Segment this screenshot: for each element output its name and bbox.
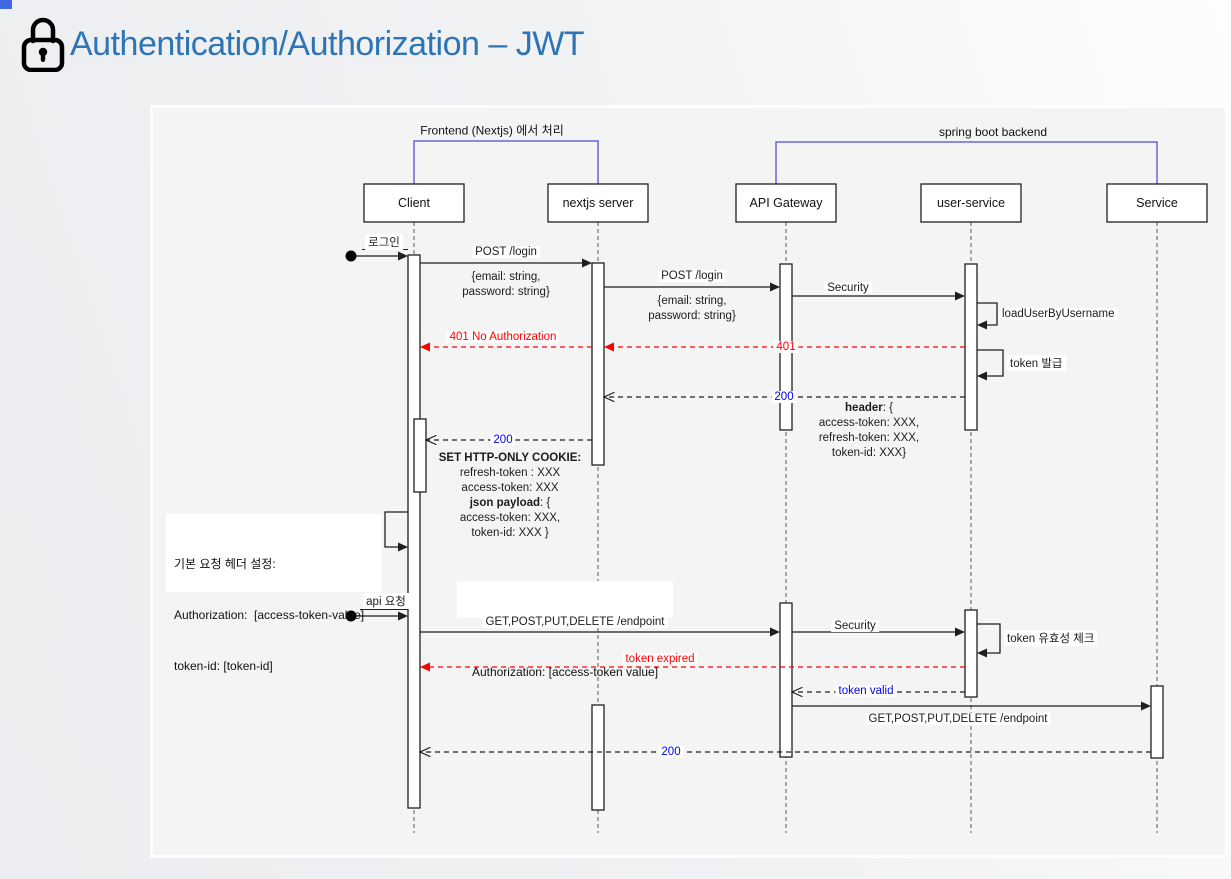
title-bar (18, 14, 68, 72)
200-a-label: 200 (771, 391, 797, 403)
token-valid-label: token valid (835, 685, 897, 697)
activation-service (1150, 685, 1164, 759)
token-issue-label: token 발급 (1007, 355, 1066, 371)
default-header-note: 기본 요청 헤더 설정: Authorization: [access-toke… (166, 514, 382, 673)
cookie-block: SET HTTP-ONLY COOKIE: refresh-token : XX… (438, 452, 582, 539)
login-trigger-label: 로그인 (365, 234, 403, 250)
200-b-label: 200 (490, 434, 516, 446)
activation-client (407, 254, 421, 809)
participant-client-label: Client (398, 196, 430, 210)
activation-user-service-1 (964, 263, 978, 431)
participant-nextjs-server-label: nextjs server (562, 196, 634, 210)
api-trigger-label: api 요청 (363, 593, 409, 609)
participant-user-service-box (920, 183, 1022, 223)
401-code-label: 401 (773, 341, 799, 353)
page-title: Authentication/Authorization – JWT (70, 25, 585, 63)
backend-group-bracket (775, 141, 1158, 184)
post-login-1-payload: {email: string, password: string} (462, 271, 550, 298)
token-check-label: token 유효성 체크 (1004, 630, 1098, 646)
lock-icon (21, 17, 65, 72)
api-start-dot (345, 610, 357, 622)
diagram-panel (150, 105, 1228, 858)
participant-api-gateway-box (735, 183, 837, 223)
self-load-user (977, 302, 998, 326)
activation-gateway-2 (779, 602, 793, 758)
post-login-2-payload: {email: string, password: string} (648, 295, 736, 322)
get-endpoint-1-label: GET,POST,PUT,DELETE /endpoint (482, 616, 668, 628)
participant-user-service-label: user-service (936, 196, 1006, 210)
401-no-authorization-label: 401 No Authorization (446, 331, 560, 343)
self-default-header (384, 511, 408, 548)
backend-group-label: spring boot backend (938, 125, 1048, 139)
load-user-label: loadUserByUsername (999, 308, 1118, 320)
self-token-check (977, 623, 1001, 654)
activation-user-service-2 (964, 609, 978, 698)
participant-nextjs-server-box (547, 183, 649, 223)
participant-service-box (1106, 183, 1208, 223)
get-endpoint-2-label: GET,POST,PUT,DELETE /endpoint (865, 713, 1051, 725)
login-start-dot (345, 250, 357, 262)
security-1-label: Security (824, 282, 872, 294)
token-expired-label: token expired (622, 653, 698, 665)
participant-client-box (363, 183, 465, 223)
corner-artifact (0, 0, 12, 9)
post-login-1-label: POST /login (472, 246, 540, 258)
security-2-label: Security (831, 620, 879, 632)
200-c-label: 200 (658, 746, 684, 758)
frontend-group-label: Frontend (Nextjs) 에서 처리 (420, 123, 564, 138)
activation-client-nested (413, 418, 427, 493)
activation-nextjs-1 (591, 262, 605, 466)
self-token-issue (977, 349, 1004, 377)
participant-service-label: Service (1136, 196, 1178, 210)
frontend-group-bracket (413, 140, 599, 184)
participant-api-gateway-label: API Gateway (749, 196, 823, 210)
post-login-2-label: POST /login (658, 270, 726, 282)
header-block: header: { access-token: XXX, refresh-tok… (818, 402, 920, 459)
activation-nextjs-2 (591, 704, 605, 811)
request-header-note: header: Authorization: [access-token val… (457, 581, 673, 679)
